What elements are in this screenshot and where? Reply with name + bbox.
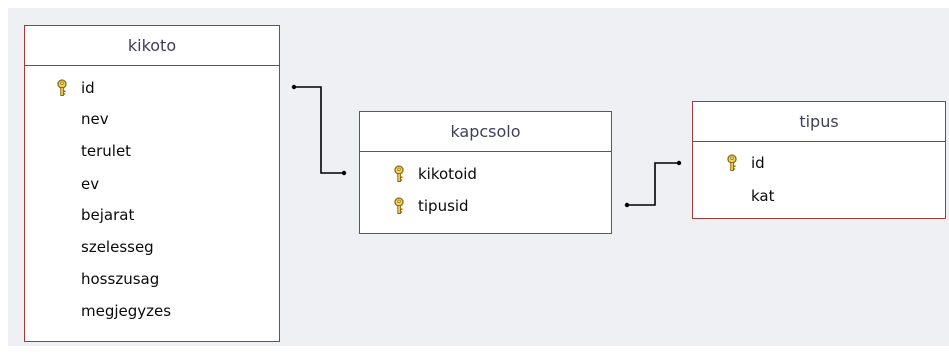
field-row[interactable]: bejarat (25, 203, 279, 227)
field-name: bejarat (81, 206, 135, 224)
key-icon (725, 154, 739, 172)
field-name: kikotoid (418, 165, 477, 183)
field-row[interactable]: nev (25, 107, 279, 131)
field-row[interactable]: szelesseg (25, 235, 279, 259)
table-tipus[interactable]: tipus id kat (692, 101, 946, 219)
table-title[interactable]: kapcsolo (360, 112, 611, 152)
field-row[interactable]: id (25, 76, 279, 100)
field-row[interactable]: kat (693, 184, 945, 208)
field-name: id (81, 79, 95, 97)
key-icon (392, 197, 406, 215)
key-icon (55, 79, 69, 97)
field-name: hosszusag (81, 270, 160, 288)
key-icon (392, 165, 406, 183)
field-name: ev (81, 175, 100, 193)
table-title[interactable]: tipus (693, 102, 945, 142)
field-name: terulet (81, 142, 132, 160)
field-name: tipusid (418, 197, 469, 215)
table-title[interactable]: kikoto (25, 26, 279, 66)
field-row[interactable]: tipusid (360, 194, 611, 218)
field-row[interactable]: id (693, 151, 945, 175)
field-row[interactable]: hosszusag (25, 267, 279, 291)
field-name: nev (81, 110, 109, 128)
field-name: megjegyzes (81, 302, 172, 320)
field-row[interactable]: ev (25, 172, 279, 196)
field-name: id (751, 154, 765, 172)
field-row[interactable]: megjegyzes (25, 299, 279, 323)
field-row[interactable]: terulet (25, 139, 279, 163)
field-row[interactable]: kikotoid (360, 162, 611, 186)
field-name: szelesseg (81, 238, 154, 256)
table-kikoto[interactable]: kikoto id nev terulet ev bejarat szeless… (24, 25, 280, 342)
field-name: kat (751, 187, 775, 205)
table-kapcsolo[interactable]: kapcsolo kikotoid tipusid (359, 111, 612, 234)
